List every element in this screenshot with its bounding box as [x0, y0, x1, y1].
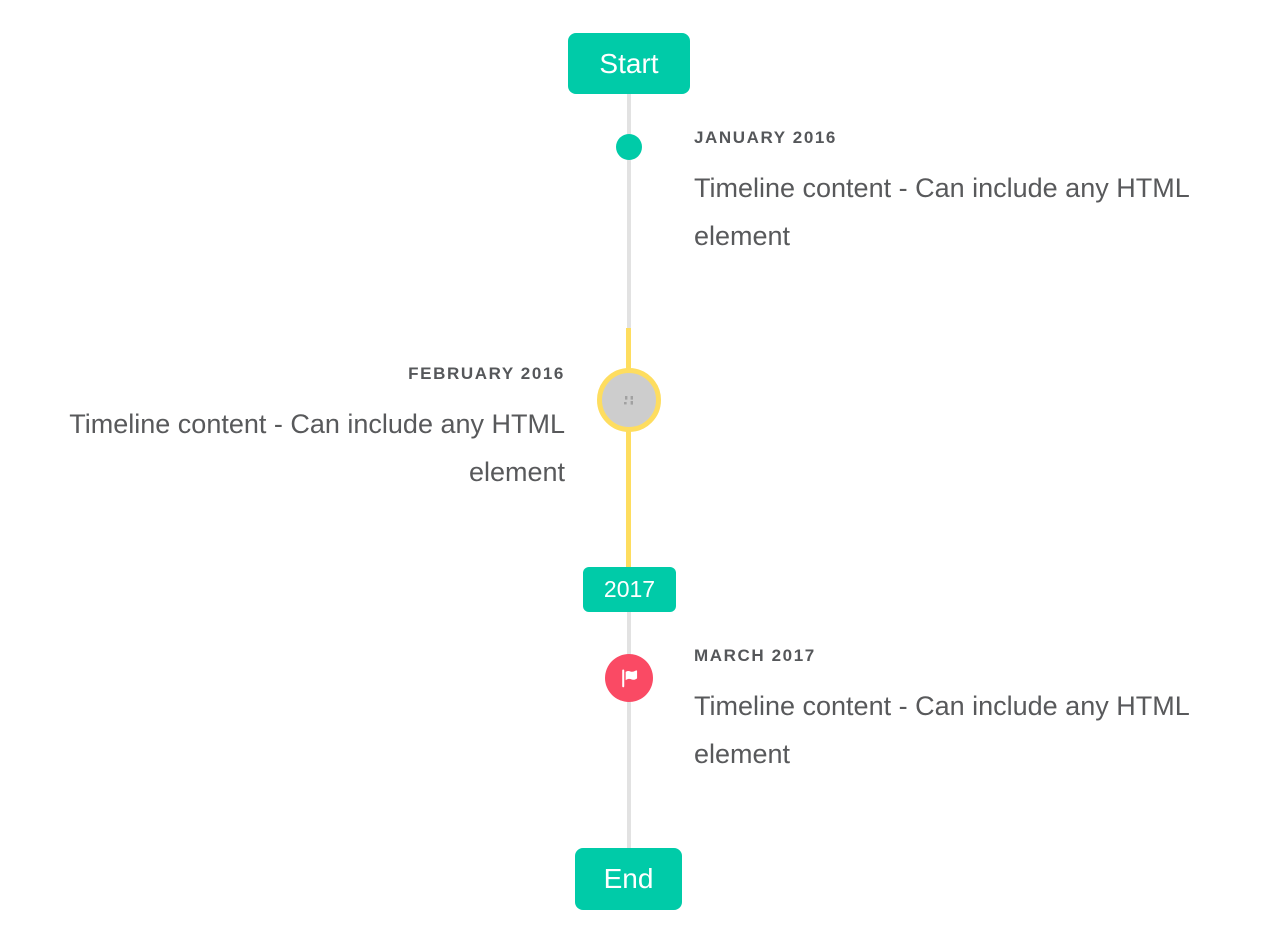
timeline-year-divider-badge: 2017: [583, 567, 676, 612]
timeline-entry-february: FEBRUARY 2016 Timeline content - Can inc…: [35, 364, 565, 496]
timeline-marker-february-image-circle[interactable]: [597, 368, 661, 432]
entry-content-january: Timeline content - Can include any HTML …: [694, 173, 1189, 251]
timeline-line-bottom-segment: [627, 612, 631, 848]
entry-title-february: FEBRUARY 2016: [408, 364, 565, 383]
timeline-marker-january-dot[interactable]: [616, 134, 642, 160]
entry-title-january: JANUARY 2016: [694, 128, 837, 147]
timeline-end-badge: End: [575, 848, 682, 910]
timeline-marker-march-flag-circle[interactable]: [605, 654, 653, 702]
timeline-start-badge: Start: [568, 33, 690, 94]
timeline-year-divider-label: 2017: [603, 576, 656, 602]
timeline-line-highlighted-segment: [626, 328, 631, 567]
flag-icon: [621, 668, 637, 687]
broken-image-placeholder-icon: [623, 395, 633, 405]
entry-content-march: Timeline content - Can include any HTML …: [694, 691, 1189, 769]
timeline-entry-january: JANUARY 2016 Timeline content - Can incl…: [694, 128, 1219, 260]
entry-content-february: Timeline content - Can include any HTML …: [69, 409, 565, 487]
timeline-entry-march: MARCH 2017 Timeline content - Can includ…: [694, 646, 1219, 778]
timeline-line-top-segment: [627, 94, 631, 328]
timeline-start-label: Start: [599, 47, 659, 79]
timeline-end-label: End: [603, 863, 654, 894]
entry-title-march: MARCH 2017: [694, 646, 816, 665]
